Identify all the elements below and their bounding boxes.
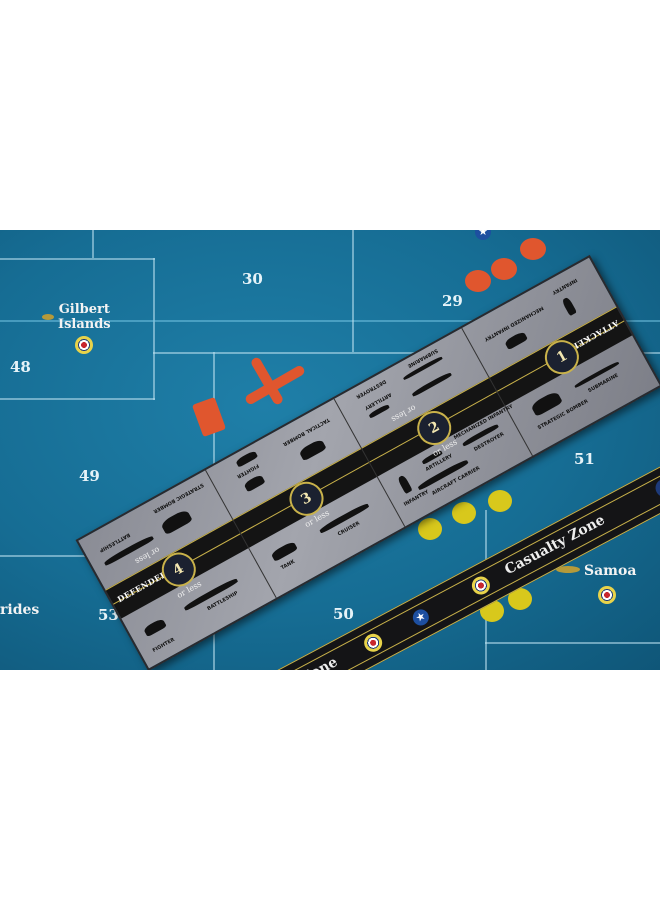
roundel-icon <box>598 586 616 604</box>
mech-infantry-icon <box>503 330 528 351</box>
zone-border <box>0 555 90 557</box>
fighter-icon <box>142 617 167 638</box>
or-less-label: or less <box>389 403 418 425</box>
zone-number: 30 <box>242 270 263 288</box>
zone-number: 29 <box>442 292 463 310</box>
place-label-hebrides: rides <box>0 602 40 618</box>
red-infantry-piece[interactable] <box>520 238 546 260</box>
game-board-photo: 30 29 48 49 51 50 53 Gilbert Islands Sam… <box>0 230 660 670</box>
place-label-line: Gilbert <box>58 302 110 317</box>
unit-label: FIGHTER <box>151 636 176 654</box>
red-infantry-piece[interactable] <box>465 270 491 292</box>
island-shape <box>556 566 580 573</box>
unit-label: TANK <box>280 558 297 572</box>
us-star-icon: ★ <box>475 230 491 240</box>
yellow-infantry-piece[interactable] <box>418 518 442 540</box>
strategic-bomber-icon <box>159 508 193 536</box>
place-label-gilbert-islands: Gilbert Islands <box>58 302 111 332</box>
zone-border <box>352 230 354 352</box>
zone-border <box>153 258 155 400</box>
casualty-zone-label-partial: ty Zone <box>282 654 341 670</box>
us-star-icon: ★ <box>410 606 432 629</box>
zone-border <box>0 398 155 400</box>
roundel-icon <box>75 336 93 354</box>
yellow-infantry-piece[interactable] <box>452 502 476 524</box>
zone-number: 50 <box>333 605 354 623</box>
zone-number: 49 <box>79 467 100 485</box>
unit-label: STRATEGIC BOMBER <box>152 481 205 515</box>
zone-border <box>153 352 660 354</box>
destroyer-icon <box>410 371 452 398</box>
zone-border <box>92 230 94 258</box>
place-label-line: Islands <box>58 317 111 332</box>
tactical-bomber-icon <box>298 438 327 462</box>
battle-board: DEFENDER ATTACKER 4 or less or less FIGH… <box>75 254 660 670</box>
infantry-icon <box>396 474 413 495</box>
fighter-icon <box>243 473 266 493</box>
island-shape <box>42 314 54 320</box>
roundel-icon <box>468 573 494 598</box>
zone-border <box>0 320 660 322</box>
tank-icon <box>270 540 299 562</box>
infantry-icon <box>561 296 577 317</box>
red-tank-piece[interactable] <box>191 396 227 438</box>
zone-number: 51 <box>574 450 595 468</box>
unit-label: INFANTRY <box>550 276 578 296</box>
zone-border <box>485 642 660 644</box>
china-emblem-icon <box>652 475 660 501</box>
zone-border <box>0 258 155 260</box>
yellow-infantry-piece[interactable] <box>488 490 512 512</box>
place-label-samoa: Samoa <box>584 563 637 579</box>
red-infantry-piece[interactable] <box>491 258 517 280</box>
yellow-infantry-piece[interactable] <box>508 588 532 610</box>
roundel-icon <box>360 630 386 655</box>
zone-number: 48 <box>10 358 31 376</box>
